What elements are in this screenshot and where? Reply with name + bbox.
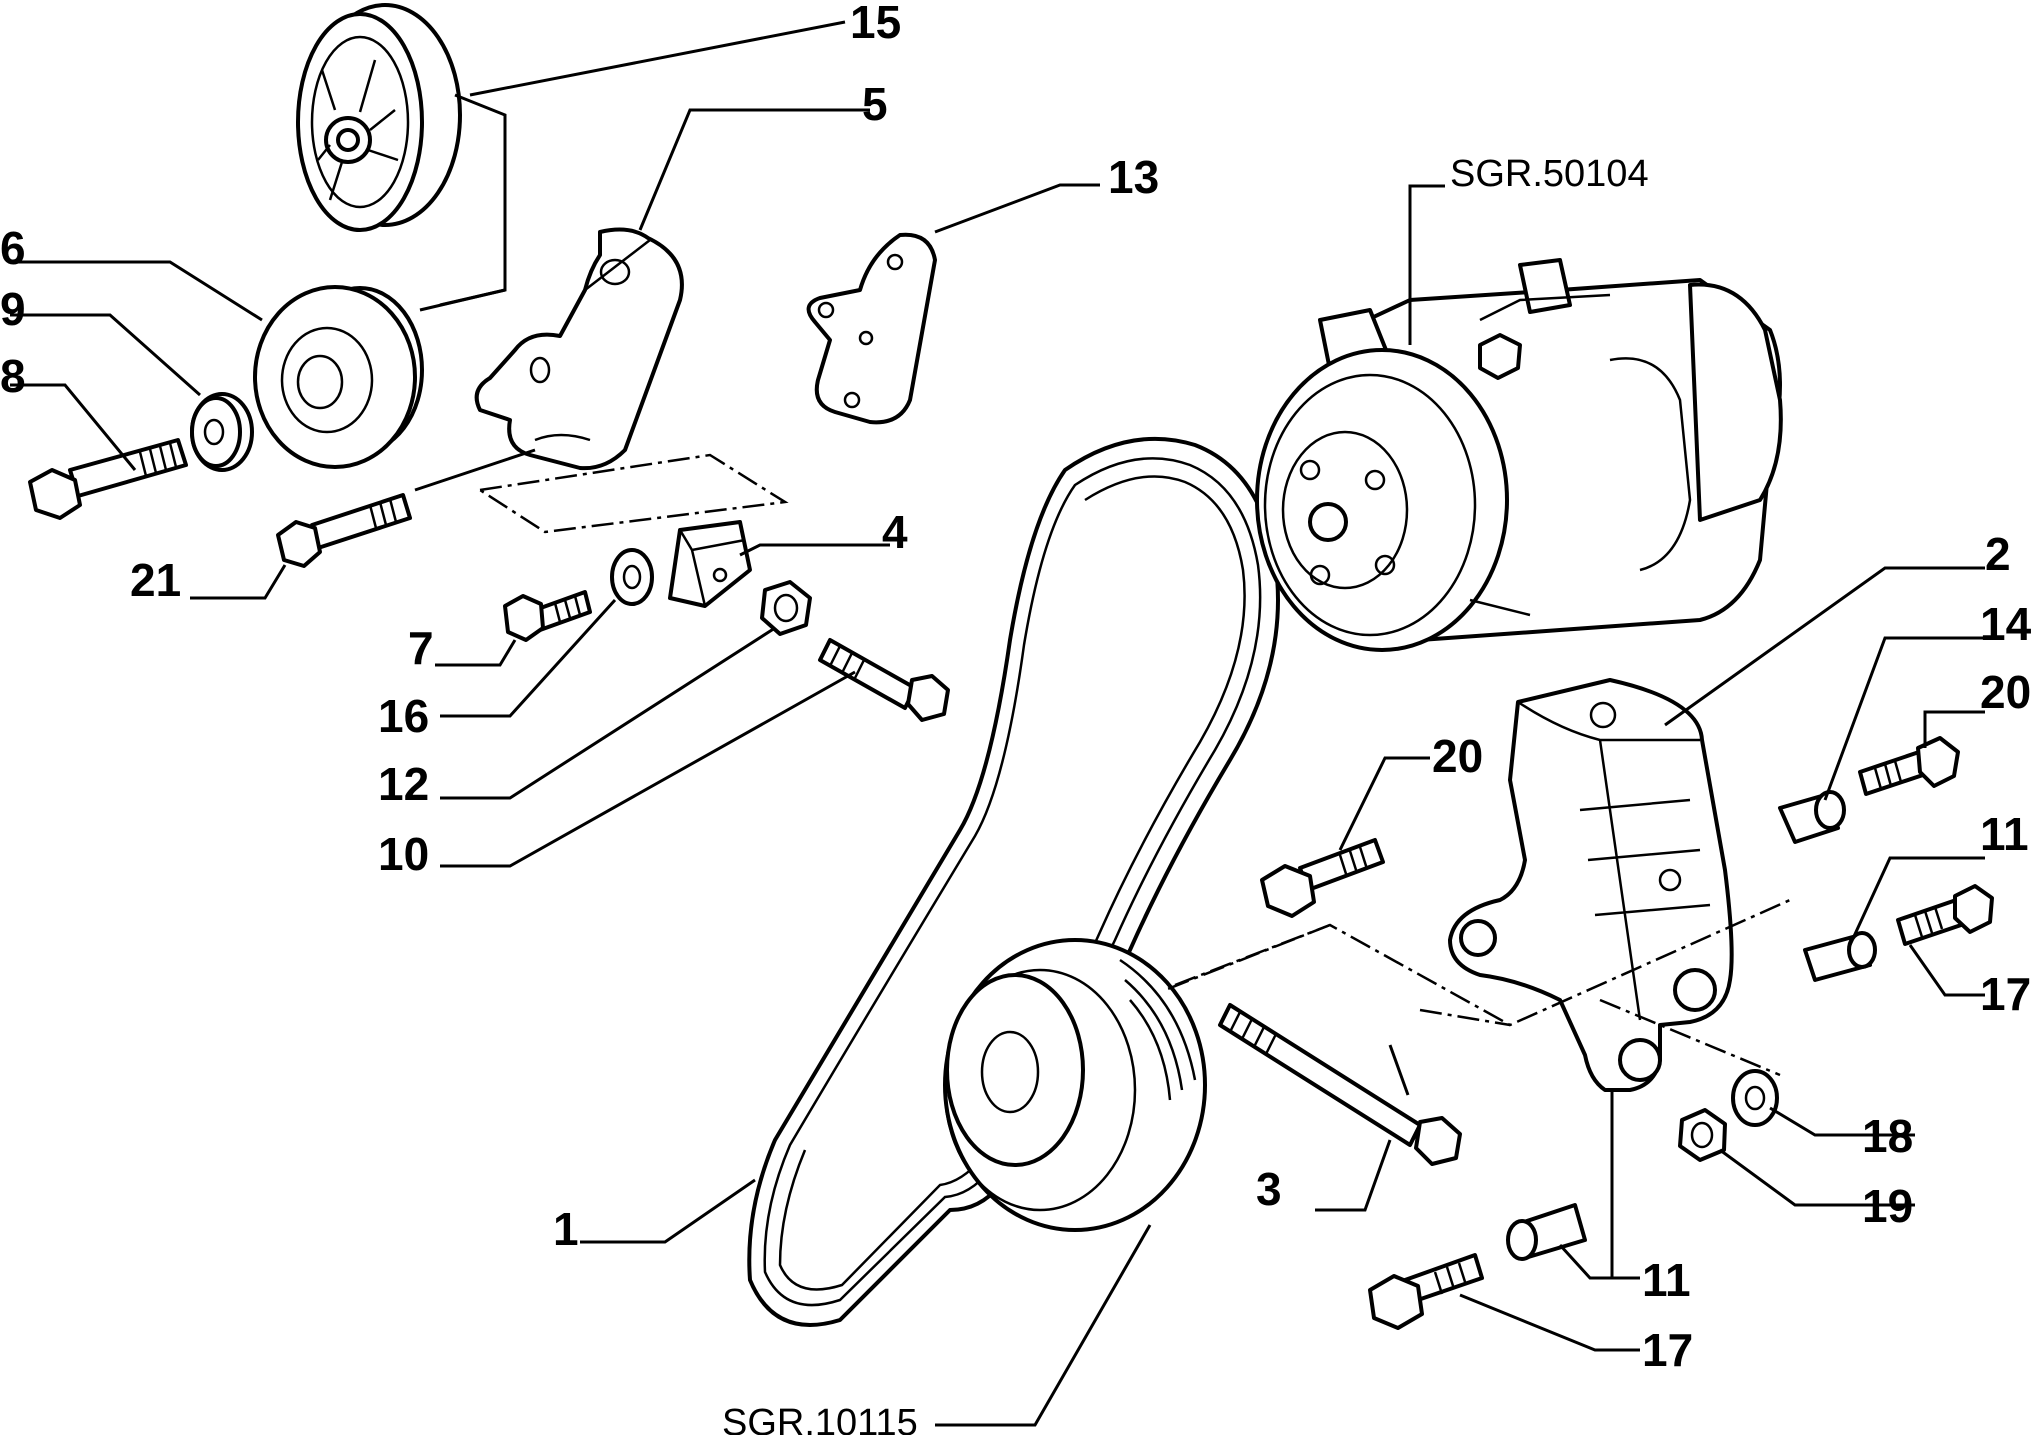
assembly-lines xyxy=(476,453,1791,1077)
bolt-20-middle xyxy=(1260,838,1385,918)
callout-20-upper: 20 xyxy=(1980,666,2031,718)
callout-11-bottom: 11 xyxy=(1642,1254,1691,1306)
callout-16: 16 xyxy=(378,690,429,742)
leader-lines xyxy=(10,20,1985,1427)
callout-11-right: 11 xyxy=(1980,808,2029,860)
bolt-10 xyxy=(818,638,950,722)
callout-19: 19 xyxy=(1862,1180,1913,1232)
callout-15: 15 xyxy=(850,0,901,48)
crankshaft-pulley xyxy=(943,938,1207,1232)
callout-3: 3 xyxy=(1256,1163,1282,1215)
ref-crank-pulley-label: SGR.10115 xyxy=(722,1402,918,1435)
callout-8: 8 xyxy=(0,350,26,402)
callout-20-middle: 20 xyxy=(1432,730,1483,782)
callout-14: 14 xyxy=(1980,598,2032,650)
callout-17-right: 17 xyxy=(1980,968,2031,1020)
washer-9 xyxy=(190,392,254,472)
ref-compressor-label: SGR.50104 xyxy=(1450,153,1649,195)
callout-12: 12 xyxy=(378,758,429,810)
block-4 xyxy=(668,520,752,608)
bolt-17-bottom xyxy=(1368,1253,1484,1330)
pulley-15 xyxy=(296,3,462,232)
washer-18 xyxy=(1731,1069,1779,1127)
bracket-5 xyxy=(474,227,684,471)
callout-17-bottom: 17 xyxy=(1642,1324,1693,1376)
nut-12 xyxy=(760,580,812,636)
callout-7: 7 xyxy=(408,622,434,674)
callout-labels: 15 5 13 6 9 8 21 4 7 16 12 10 2 14 20 20… xyxy=(0,0,2032,1376)
ac-compressor xyxy=(1255,258,1783,652)
callout-21: 21 xyxy=(130,554,181,606)
callout-9: 9 xyxy=(0,283,26,335)
callout-1: 1 xyxy=(553,1203,579,1255)
pulley-6 xyxy=(253,285,424,469)
bracket-2 xyxy=(1448,678,1734,1092)
bolt-8 xyxy=(28,438,188,520)
nut-19 xyxy=(1678,1108,1727,1162)
bolt-20-upper xyxy=(1858,736,1960,796)
callout-5: 5 xyxy=(862,78,888,130)
callout-10: 10 xyxy=(378,828,429,880)
callout-18: 18 xyxy=(1862,1110,1913,1162)
callout-13: 13 xyxy=(1108,151,1159,203)
bolt-3 xyxy=(1218,1003,1462,1166)
callout-6: 6 xyxy=(0,222,26,274)
callout-4: 4 xyxy=(882,506,908,558)
washer-16 xyxy=(610,548,654,606)
bolt-21 xyxy=(276,493,412,568)
callout-2: 2 xyxy=(1985,528,2011,580)
bolt-7 xyxy=(503,590,592,642)
plate-13 xyxy=(806,232,937,425)
bolt-17-right xyxy=(1896,884,1994,946)
bushing-11-bottom xyxy=(1506,1203,1587,1261)
bushing-11-right xyxy=(1803,931,1877,982)
reference-codes: SGR.50104 SGR.10115 xyxy=(722,153,1649,1435)
bushing-14 xyxy=(1778,790,1846,844)
